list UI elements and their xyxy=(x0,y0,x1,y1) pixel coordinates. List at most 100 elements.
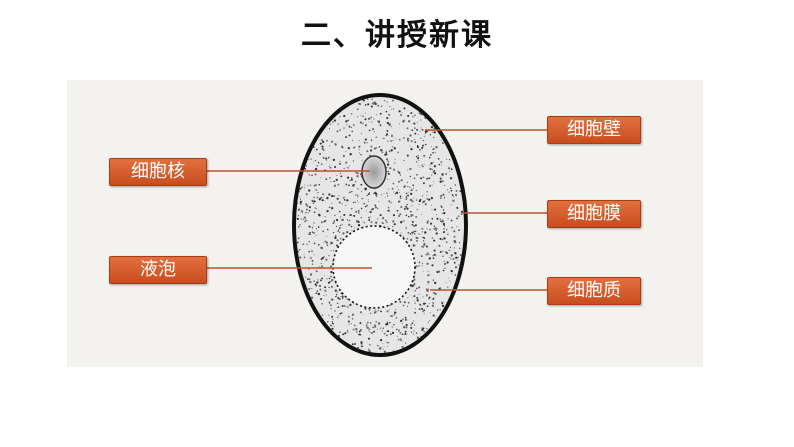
granule xyxy=(328,286,330,289)
granule xyxy=(316,208,318,210)
granule xyxy=(374,309,376,311)
granule xyxy=(382,343,384,345)
granule xyxy=(382,137,384,139)
granule xyxy=(313,231,315,234)
granule xyxy=(360,153,362,156)
granule xyxy=(450,168,453,171)
granule xyxy=(341,224,343,226)
granule xyxy=(412,224,416,227)
granule xyxy=(359,328,362,332)
granule xyxy=(398,214,401,218)
granule xyxy=(443,260,445,262)
granule xyxy=(378,347,381,350)
granule xyxy=(443,211,446,215)
granule xyxy=(424,130,428,133)
granule xyxy=(318,184,321,186)
granule xyxy=(304,220,306,223)
granule xyxy=(308,209,311,212)
granule xyxy=(387,225,388,227)
granule xyxy=(435,146,438,149)
granule xyxy=(321,265,324,268)
granule xyxy=(388,321,391,324)
granule xyxy=(409,134,412,137)
granule xyxy=(311,231,314,233)
granule xyxy=(306,278,309,281)
granule xyxy=(342,333,344,336)
granule xyxy=(422,245,424,247)
granule xyxy=(414,224,417,227)
granule xyxy=(316,230,318,232)
granule xyxy=(333,222,335,224)
granule xyxy=(433,131,436,134)
granule xyxy=(403,207,407,211)
granule xyxy=(415,215,418,218)
granule xyxy=(409,190,411,192)
granule xyxy=(386,117,389,120)
granule xyxy=(360,342,363,345)
granule xyxy=(357,196,359,198)
granule xyxy=(447,286,449,288)
granule xyxy=(404,342,406,344)
granule xyxy=(416,121,419,123)
granule xyxy=(349,213,352,216)
granule xyxy=(422,176,425,179)
granule xyxy=(322,156,325,159)
granule xyxy=(426,246,428,248)
granule xyxy=(454,240,457,244)
granule xyxy=(436,217,439,220)
granule xyxy=(325,178,328,181)
granule xyxy=(419,233,421,236)
granule xyxy=(423,330,425,333)
granule xyxy=(400,221,403,224)
granule xyxy=(297,237,300,240)
granule xyxy=(347,119,349,122)
granule xyxy=(440,220,442,222)
granule xyxy=(399,191,401,193)
granule xyxy=(422,310,425,312)
granule xyxy=(321,314,324,316)
granule xyxy=(343,305,346,307)
granule xyxy=(326,244,329,247)
granule xyxy=(406,203,408,206)
granule xyxy=(400,319,403,323)
granule xyxy=(423,237,426,239)
granule xyxy=(393,168,396,171)
granule xyxy=(402,318,404,320)
granule xyxy=(352,201,355,204)
granule xyxy=(455,217,459,220)
granule xyxy=(313,200,316,203)
granule xyxy=(455,189,458,192)
granule xyxy=(410,210,412,213)
granule xyxy=(349,191,351,194)
granule xyxy=(421,227,424,230)
granule xyxy=(331,327,334,330)
label-cell-membrane: 细胞膜 xyxy=(547,200,641,228)
granule xyxy=(429,184,432,187)
granule xyxy=(363,187,365,190)
granule xyxy=(393,162,396,164)
granule xyxy=(417,156,420,158)
granule xyxy=(426,295,428,297)
granule xyxy=(387,209,390,212)
granule xyxy=(305,193,308,196)
granule xyxy=(335,178,338,182)
granule xyxy=(440,206,443,208)
granule xyxy=(339,129,341,131)
granule xyxy=(359,121,363,124)
granule xyxy=(360,207,363,210)
granule xyxy=(440,205,442,207)
granule xyxy=(398,123,400,125)
granule xyxy=(451,273,453,275)
granule xyxy=(400,232,402,234)
granule xyxy=(407,169,409,171)
granule xyxy=(398,180,400,183)
granule xyxy=(418,160,420,162)
granule xyxy=(419,130,421,132)
granule xyxy=(445,158,448,160)
granule xyxy=(430,204,432,206)
granule xyxy=(367,199,369,201)
vacuole-shape xyxy=(332,225,416,309)
label-cell-wall: 细胞壁 xyxy=(547,116,641,144)
granule xyxy=(402,326,406,329)
granule xyxy=(368,219,371,221)
